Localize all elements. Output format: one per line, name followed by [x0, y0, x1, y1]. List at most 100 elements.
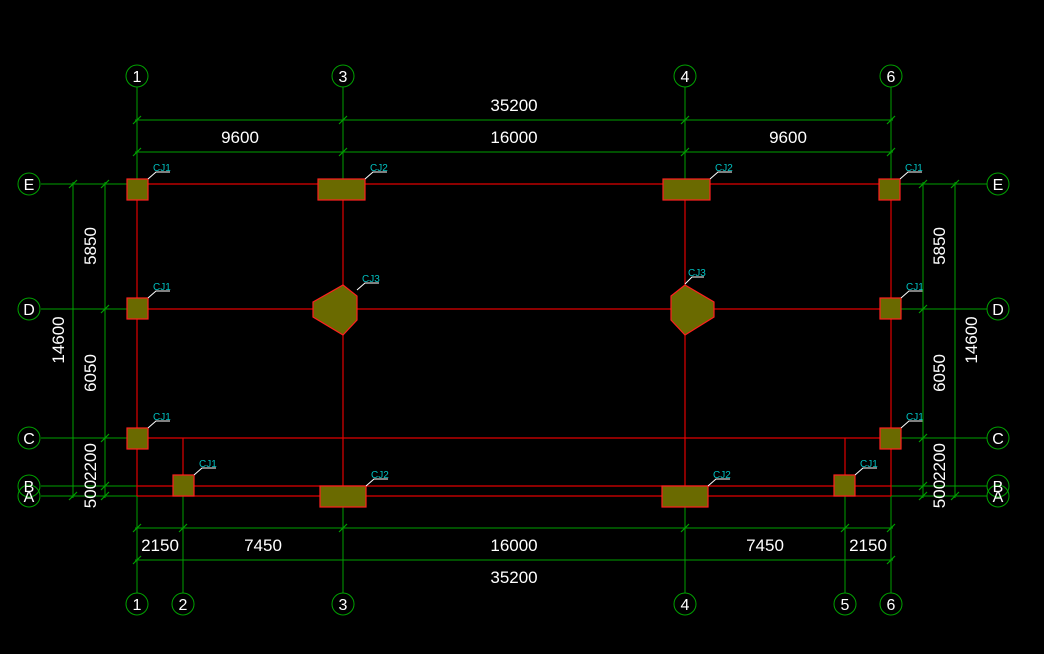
axis-label: 3 [339, 69, 348, 86]
bottom-segment-dimension: 2150 [849, 536, 887, 555]
axis-bubble [986, 297, 1010, 321]
footing-tag: CJ2 [715, 163, 733, 174]
axis-label: D [992, 302, 1004, 319]
axis-label: 1 [133, 597, 142, 614]
axis-bubble [125, 592, 149, 616]
footing-cj2 [317, 178, 366, 201]
footing-tag: CJ2 [371, 470, 389, 481]
bottom-segment-dimension: 16000 [490, 536, 537, 555]
footing-cj3 [670, 284, 715, 336]
axis-label: E [24, 177, 35, 194]
dimension-texts: 35200 9600 16000 9600 2150 7450 16000 74… [49, 96, 981, 587]
footing-tag: CJ1 [153, 163, 171, 174]
right-segment-dimension: 5850 [930, 227, 949, 265]
footing-tag: CJ1 [153, 412, 171, 423]
left-segment-dimension: 6050 [81, 354, 100, 392]
axis-bubble [17, 297, 41, 321]
top-segment-dimension: 9600 [221, 128, 259, 147]
dimension-ticks [68, 115, 960, 565]
footing-tag: CJ1 [906, 412, 924, 423]
axis-label: B [993, 479, 1004, 496]
footing-cj2 [319, 485, 367, 508]
axis-labels-right: E D C B A [992, 177, 1004, 506]
bottom-segment-dimension: 7450 [244, 536, 282, 555]
footing-cj1 [879, 427, 902, 450]
axis-labels-top: 1 3 4 6 [133, 69, 896, 86]
right-segment-dimension: 2200 [930, 443, 949, 481]
axis-bubble [17, 426, 41, 450]
footing-cj1 [126, 427, 149, 450]
footing-cj1 [126, 178, 149, 201]
top-total-dimension: 35200 [490, 96, 537, 115]
axis-bubble [17, 484, 41, 508]
footings [126, 178, 902, 508]
footing-tag: CJ1 [199, 459, 217, 470]
axis-bubble [833, 592, 857, 616]
axis-bubble [879, 592, 903, 616]
axis-labels-bottom: 1 2 3 4 5 6 [133, 597, 896, 614]
axis-bubble [986, 172, 1010, 196]
axis-label: 3 [339, 597, 348, 614]
left-total-dimension: 14600 [49, 316, 68, 363]
left-segment-dimension: 2200 [81, 443, 100, 481]
axis-bubbles-right [986, 172, 1010, 508]
left-segment-dimension: 5850 [81, 227, 100, 265]
footing-tag: CJ1 [906, 282, 924, 293]
footing-cj1 [878, 178, 901, 201]
bottom-segment-dimension: 2150 [141, 536, 179, 555]
axis-bubble [986, 474, 1010, 498]
axis-labels-left: E D C B A [23, 177, 35, 506]
axis-label: 1 [133, 69, 142, 86]
axis-bubble [879, 64, 903, 88]
footing-cj3 [312, 284, 358, 336]
right-segment-dimension: 500 [930, 480, 949, 508]
axis-label: C [992, 431, 1004, 448]
axis-label: D [23, 302, 35, 319]
axis-label: A [993, 489, 1004, 506]
right-segment-dimension: 6050 [930, 354, 949, 392]
left-segment-dimension: 500 [81, 480, 100, 508]
footing-tag: CJ1 [153, 282, 171, 293]
footing-tag: CJ1 [905, 163, 923, 174]
bottom-total-dimension: 35200 [490, 568, 537, 587]
footing-cj1 [833, 474, 856, 497]
axis-bubble [331, 64, 355, 88]
axis-bubble [171, 592, 195, 616]
footing-cj2 [662, 178, 711, 201]
dimension-lines [72, 119, 956, 561]
footing-cj1 [126, 297, 149, 320]
axis-bubbles-bottom [125, 592, 903, 616]
footing-tag: CJ2 [370, 163, 388, 174]
bottom-segment-dimension: 7450 [746, 536, 784, 555]
footing-tag-leaders [147, 171, 923, 487]
axis-label: 6 [887, 597, 896, 614]
axis-label: C [23, 431, 35, 448]
axis-label: 4 [681, 69, 690, 86]
footing-cj1 [879, 297, 902, 320]
axis-bubble [125, 64, 149, 88]
axis-label: 2 [179, 597, 188, 614]
footing-tag: CJ1 [860, 459, 878, 470]
axis-label: 5 [841, 597, 850, 614]
axis-label: 4 [681, 597, 690, 614]
axis-label: B [24, 479, 35, 496]
axis-bubble [986, 484, 1010, 508]
footing-tags: CJ1 CJ2 CJ2 CJ1 CJ1 CJ3 CJ3 CJ1 CJ1 CJ1 … [153, 163, 924, 481]
axis-bubbles-left [17, 172, 41, 508]
top-segment-dimension: 16000 [490, 128, 537, 147]
right-total-dimension: 14600 [962, 316, 981, 363]
axis-label: A [24, 489, 35, 506]
axis-bubble [986, 426, 1010, 450]
footing-tag: CJ3 [362, 274, 380, 285]
axis-label: 6 [887, 69, 896, 86]
axis-bubble [673, 592, 697, 616]
axis-bubble [17, 474, 41, 498]
footing-cj1 [172, 474, 195, 497]
top-segment-dimension: 9600 [769, 128, 807, 147]
footing-cj2 [661, 485, 709, 508]
axis-bubble [331, 592, 355, 616]
footing-tag: CJ2 [713, 470, 731, 481]
axis-bubbles-top [125, 64, 903, 88]
axis-label: E [993, 177, 1004, 194]
